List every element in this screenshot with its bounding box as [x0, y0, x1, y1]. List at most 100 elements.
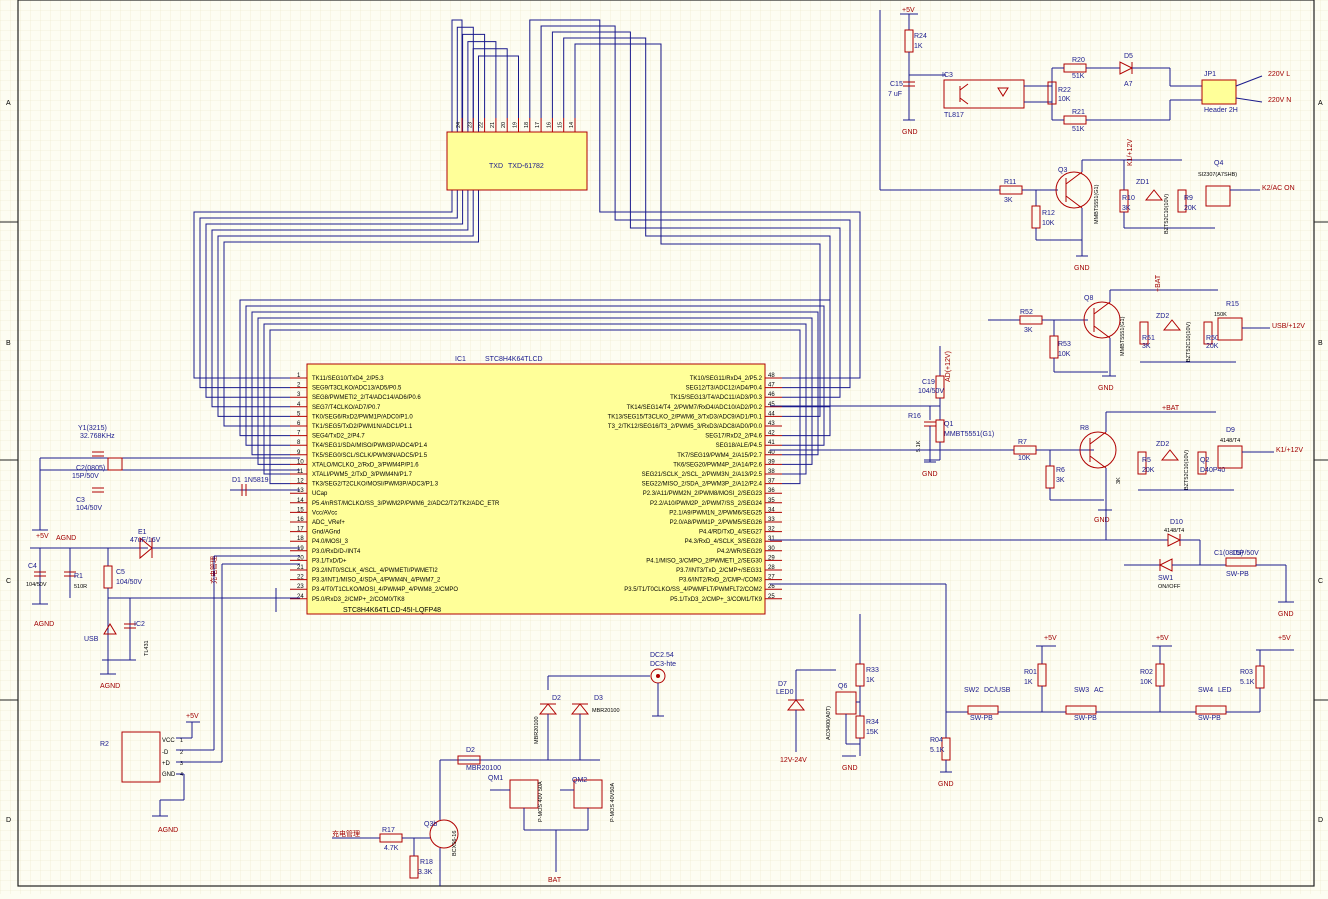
r2-value: MBR20100	[466, 765, 501, 772]
zener-zd1	[1144, 189, 1164, 201]
net-5v-left: +5V	[36, 533, 49, 540]
switch-sw2[interactable]	[967, 705, 999, 715]
r5-value: D40P40	[1200, 467, 1225, 474]
mcu-pin-name: P3.1/TxD/D+	[312, 558, 347, 564]
row-label-b-right: B	[1318, 340, 1323, 347]
power-reference-circuit: +5V E1 47uF/16V C4 104/50V AGND R1 510R …	[26, 529, 300, 690]
r33-value: 1K	[866, 677, 875, 684]
r20-value: 51K	[1072, 73, 1085, 80]
gnd-q8: GND	[1098, 385, 1114, 392]
mcu-pin-number: 45	[768, 402, 775, 408]
net-5v-sw4: +5V	[1278, 635, 1291, 642]
resistor-r2	[457, 755, 481, 765]
d1-ref: E1	[138, 529, 147, 536]
c15-ref: C15	[890, 81, 903, 88]
y1-ref: C2(0805)	[76, 465, 105, 472]
net-5v-usb: +5V	[186, 713, 199, 720]
mcu-pin-number: 18	[297, 536, 304, 542]
r6-ref: R5	[1142, 457, 1151, 464]
r02-ref: R02	[1140, 669, 1153, 676]
crystal-circuit: Y1(3215) 32.768KHz C2(0805) 15P/50V C3 1…	[32, 425, 300, 542]
zener-zd2b	[1160, 449, 1180, 461]
q3-ref: Q3	[1058, 167, 1067, 174]
k1-12v-switch-circuit: R7 10K R6 3K R8 3K GND +BAT R5 20K ZD2 B…	[770, 405, 1303, 524]
mcu-pin-name: TK3/SEG2/T2CLKO/MOSI/PWM3P/ADC3/P1.3	[312, 482, 439, 488]
c1-value: 32.768KHz	[80, 433, 115, 440]
mcu-pin-number: 17	[297, 527, 304, 533]
d5-value: A7	[1124, 81, 1133, 88]
power-switch-circuit: D10 4148/T4 SW1 ON//OFF C1(0805) 15P/50V…	[770, 510, 1294, 618]
net-220v-l: 220V L	[1268, 71, 1290, 78]
zd2b-value: BZT52C10(10V)	[1184, 450, 1190, 490]
switch-sw1[interactable]	[1225, 557, 1257, 567]
r53-value: 10K	[1058, 351, 1071, 358]
row-label-a: A	[6, 100, 11, 107]
bus-wire	[540, 25, 851, 389]
q6-value: AO3400(A0T)	[826, 706, 832, 740]
sw3-type: SW-PB	[1074, 715, 1097, 722]
mcu-pin-name: P5.0/RxD3_2/CMP+_2/COM0/TK8	[312, 597, 405, 603]
r7-value: 3K	[1056, 477, 1065, 484]
ic3-value: TL817	[944, 112, 964, 119]
net-5v-top: +5V	[902, 7, 915, 14]
gnd-led: GND	[842, 765, 858, 772]
gnd-q3: GND	[1074, 265, 1090, 272]
mcu-pin-name: TK1/SEG5/TxD2/PWM1N/ADC1/P1.1	[312, 424, 413, 430]
gnd-q1: GND	[1094, 517, 1110, 524]
lcd-pin-number: 14	[569, 122, 575, 128]
mcu-pin-name: P3.6/INT2/RxD_2/CMP-/COM3	[679, 578, 763, 584]
d10-value: ON//OFF	[1158, 584, 1181, 590]
agnd-ic2: AGND	[100, 683, 120, 690]
bus-wire	[551, 31, 841, 398]
qm1-value: P-MOS 40V 50A	[538, 781, 544, 822]
q2-value: 4148/T4	[1220, 438, 1240, 444]
sw2-type: SW-PB	[970, 715, 993, 722]
charging-circuit: DC2.54 DC3-hte D2 MBR20100 D3 MBR20100 D…	[275, 588, 676, 886]
mcu-pin-number: 29	[768, 555, 775, 561]
lcd-pin-number: 16	[546, 122, 552, 128]
led-driver-circuit: D7 LED0 12V-24V Q6 AO3400(A0T) R33 1K R3…	[776, 614, 879, 772]
mcu-pin-number: 48	[768, 373, 775, 379]
mcu-pin-number: 36	[768, 488, 775, 494]
r52-value: 3K	[1024, 327, 1033, 334]
r11-value: 3K	[1004, 197, 1013, 204]
mcu-pin-number: 34	[768, 507, 775, 513]
mcu-pin-number: 19	[297, 546, 304, 552]
mcu-pin-number: 2	[297, 383, 301, 389]
mcu-pin-number: 44	[768, 411, 775, 417]
mcu-pin-name: P4.3/RxD_4/SCLK_3/SEG28	[685, 539, 763, 545]
mcu-ref: IC1	[455, 356, 466, 363]
mcu-pin-number: 4	[297, 402, 301, 408]
mcu-body	[306, 363, 766, 615]
q7-value: 150K	[1214, 312, 1227, 318]
usb-ref: R2	[100, 741, 109, 748]
mcu-pin-name: SEG18/ALE/P4.5	[716, 443, 763, 449]
r12-value: 10K	[1042, 220, 1055, 227]
qm2-value: P-MOS 40V50A	[610, 783, 616, 822]
mcu-pin-number: 37	[768, 479, 775, 485]
mcu-pin-number: 33	[768, 517, 775, 523]
switch-sw3[interactable]	[1065, 705, 1097, 715]
bus-wire	[193, 19, 463, 379]
lcd-pin-number: 22	[479, 122, 485, 128]
mcu-pin-number: 14	[297, 498, 304, 504]
qm2-ref: QM2	[572, 777, 587, 784]
mcu-pin-name: TK5/SEG0/SCL/SCLK/PWM3N/ADC5/P1.5	[312, 453, 428, 459]
net-k2-ac-on: K2/AC ON	[1262, 185, 1295, 192]
transistor-q1	[1079, 431, 1117, 469]
usb-pinnum-4: 4	[180, 772, 183, 778]
r03-ref: R03	[1240, 669, 1253, 676]
mcu-pin-name: SEG4/TxD2_2/P4.7	[312, 434, 365, 440]
r51-value: 3K	[1142, 343, 1151, 350]
adc-divider-circuit: AD(+12V) C19 104/50V Q1 MMBT5551(G1) R16…	[770, 346, 994, 478]
mcu-pin-number: 11	[297, 469, 304, 475]
mcu-pin-number: 40	[768, 450, 775, 456]
switch-sw4[interactable]	[1195, 705, 1227, 715]
mcu-pin-name: P5.1/TxD3_2/CMP+_3/COM1/TK9	[670, 597, 763, 603]
mcu-pin-number: 41	[768, 440, 775, 446]
bus-wire	[245, 305, 825, 446]
q2-ref: D9	[1226, 427, 1235, 434]
r22-value: 10K	[1058, 96, 1071, 103]
